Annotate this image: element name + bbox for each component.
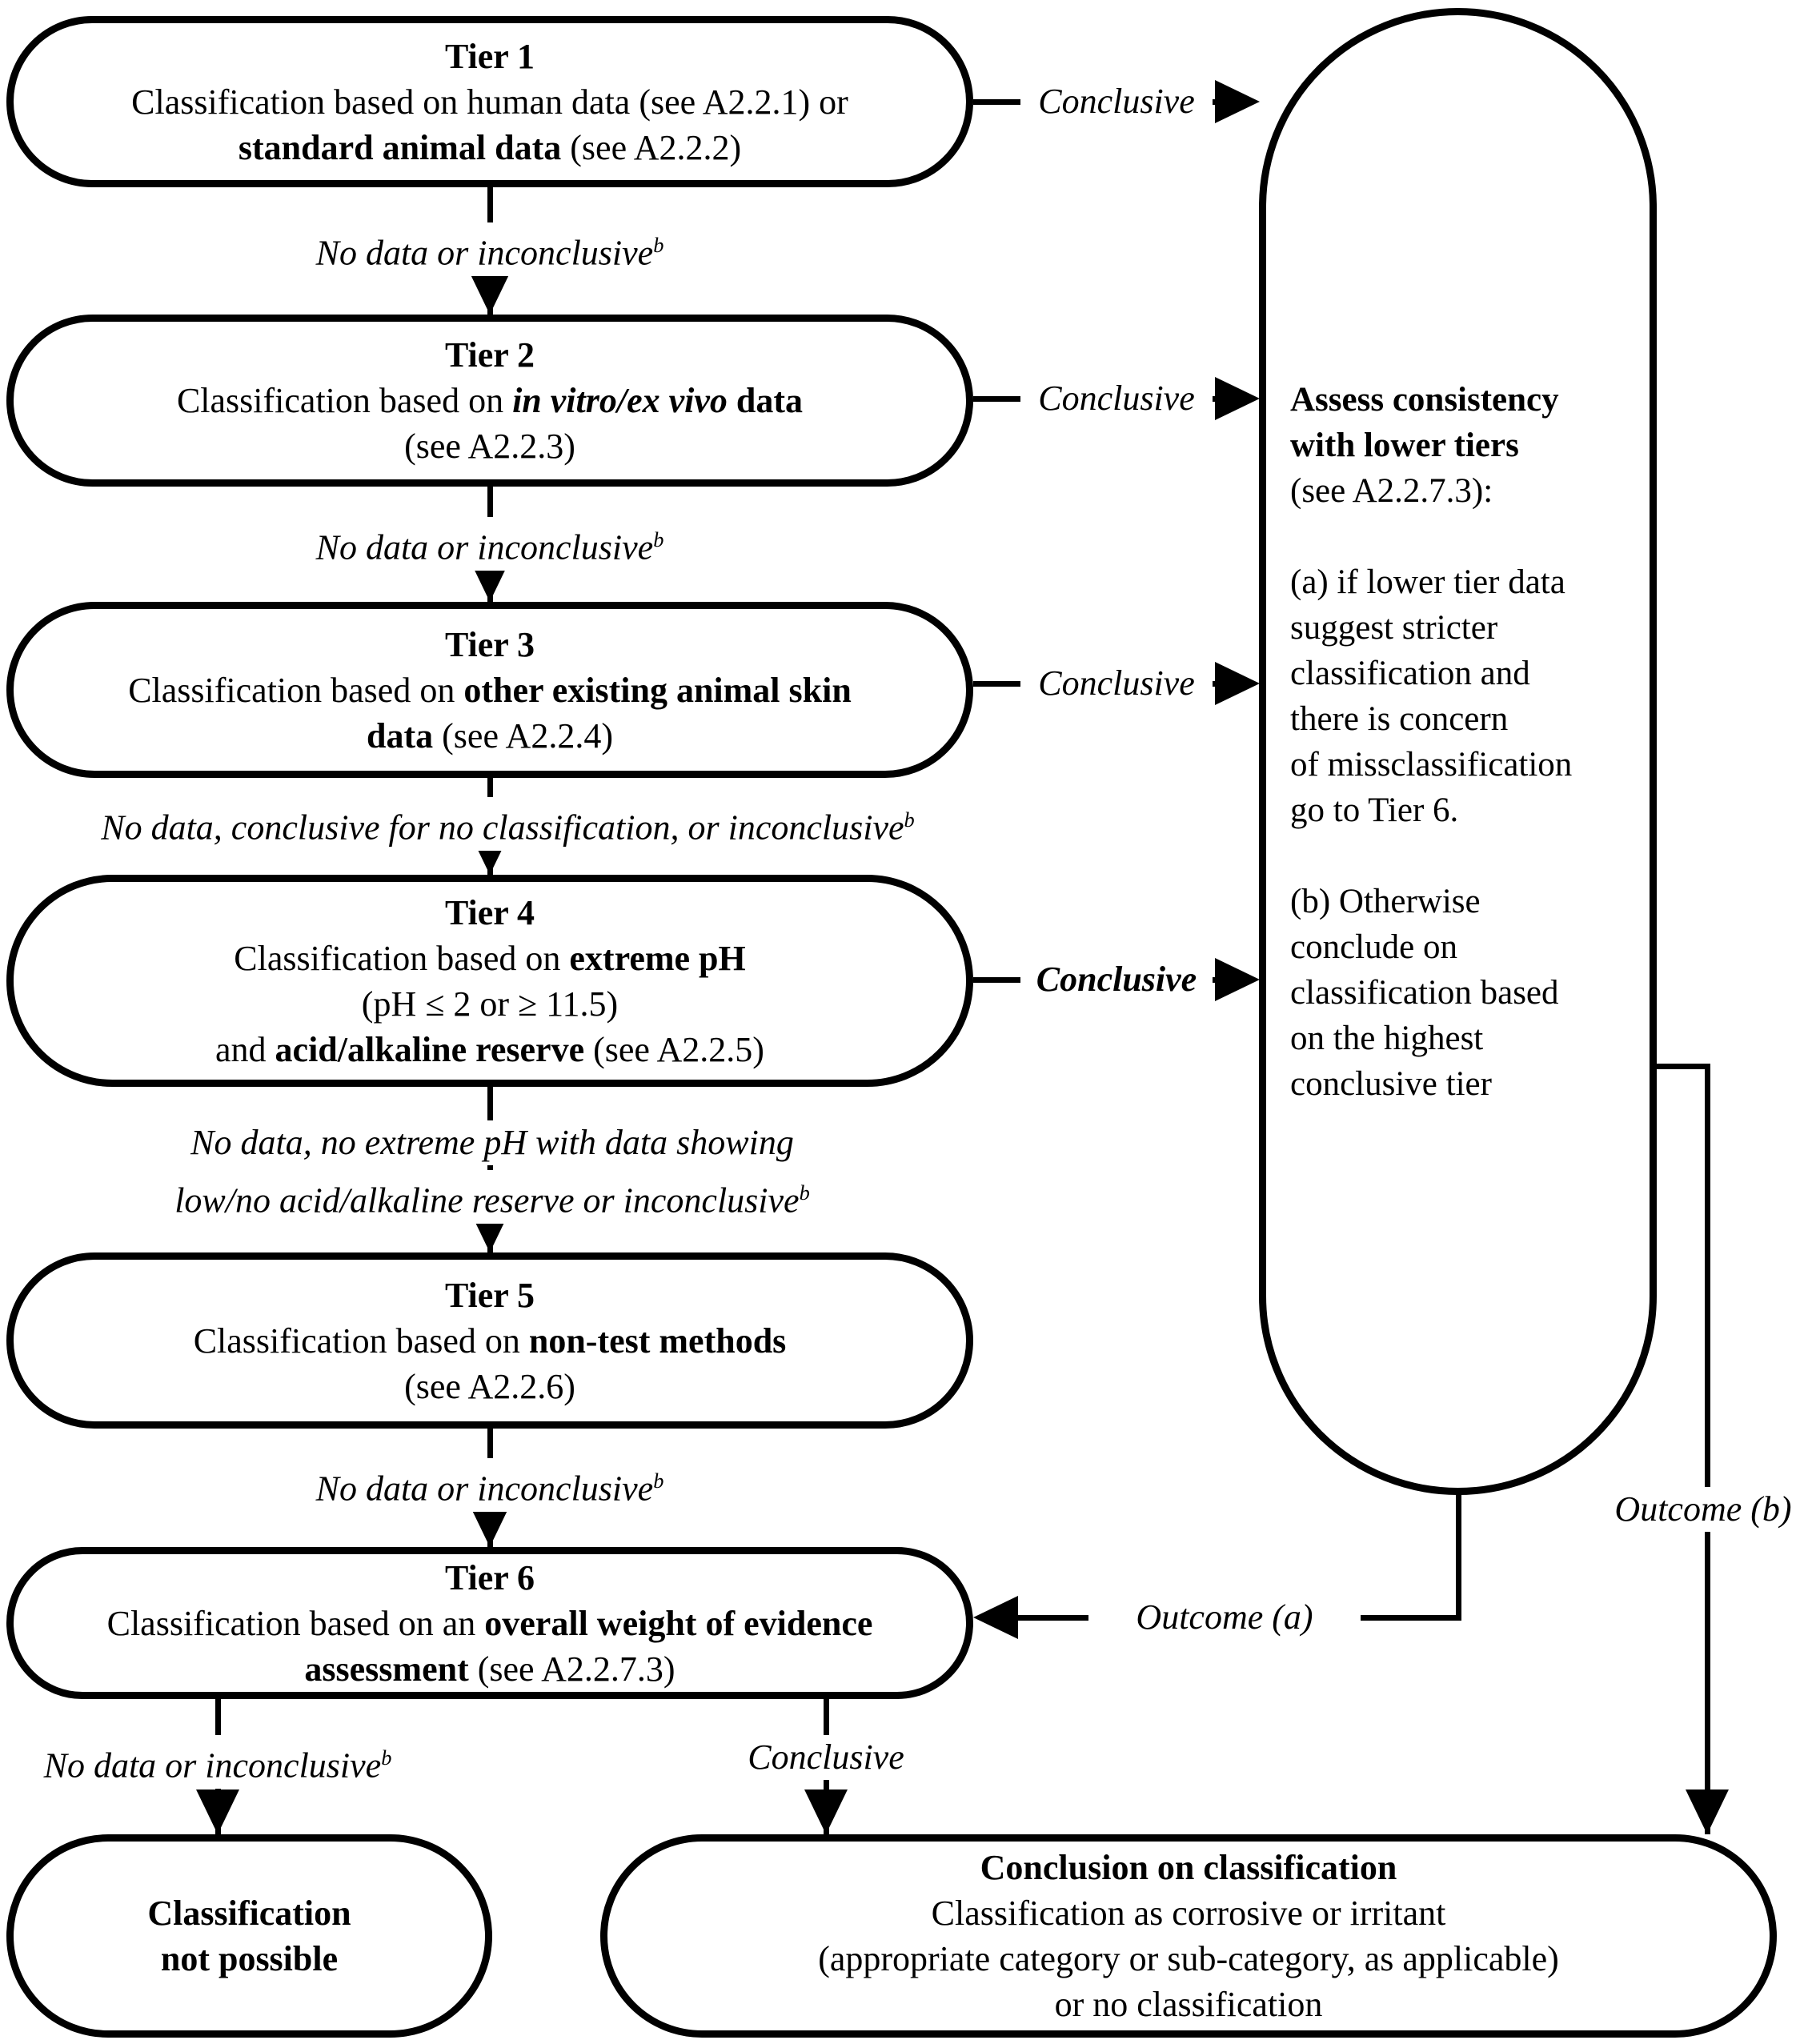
- arrowhead-tier1-into-assess: [1215, 80, 1260, 123]
- text-line: go to Tier 6.: [1290, 792, 1459, 829]
- text-line: conclusive tier: [1290, 1065, 1492, 1103]
- text-line: Conclusion on classification: [980, 1848, 1397, 1887]
- edge-label-tier3-tier4: No data, conclusive for no classificatio…: [0, 797, 1016, 851]
- text-line: [1290, 833, 1635, 879]
- connector-tier4-tier5: [487, 1087, 493, 1252]
- edge-label-tier6-conclusion: Conclusive: [722, 1735, 930, 1780]
- connector-outcome-b-vertical: [1705, 1066, 1710, 1834]
- text-line: classification and: [1290, 655, 1530, 692]
- text-line: suggest stricter: [1290, 609, 1498, 647]
- text-line: with lower tiers: [1290, 427, 1519, 464]
- arrowhead-tier3-into-assess: [1215, 662, 1260, 705]
- arrowhead-tier4-into-assess: [1215, 958, 1260, 1001]
- text-line: Classification based on other existing a…: [128, 670, 852, 710]
- tier1-box: Tier 1 Classification based on human data…: [6, 16, 973, 187]
- text-line: (see A2.2.6): [404, 1366, 575, 1406]
- text-line: (a) if lower tier data: [1290, 563, 1565, 601]
- edge-label-tier1-tier2: No data or inconclusiveb: [290, 222, 690, 276]
- text-line: Tier 1: [444, 36, 535, 76]
- text-line: Classification based on non-test methods: [193, 1321, 787, 1361]
- edge-label-conclusive-tier1: Conclusive: [1020, 79, 1213, 124]
- text-line: there is concern: [1290, 700, 1509, 738]
- text-line: standard animal data (see A2.2.2): [238, 127, 742, 167]
- text-line: Classification based on human data (see …: [131, 82, 848, 122]
- tier5-box: Tier 5 Classification based on non-test m…: [6, 1252, 973, 1429]
- text-line: [1290, 514, 1635, 559]
- text-line: or no classification: [1054, 1985, 1323, 2024]
- tier2-box: Tier 2 Classification based on in vitro/e…: [6, 315, 973, 487]
- connector-outcome-a-vertical: [1456, 1489, 1461, 1621]
- text-line: conclude on: [1290, 928, 1457, 966]
- text-line: Classification based on an overall weigh…: [106, 1603, 873, 1643]
- text-line: not possible: [160, 1939, 339, 1978]
- text-line: Assess consistency: [1290, 381, 1559, 419]
- text-line: on the highest: [1290, 1020, 1484, 1057]
- edge-label-conclusive-tier4: Conclusive: [1020, 957, 1213, 1002]
- text-line: (b) Otherwise: [1290, 883, 1481, 920]
- tier6-box: Tier 6 Classification based on an overall…: [6, 1547, 973, 1699]
- edge-label-conclusive-tier3: Conclusive: [1020, 661, 1213, 706]
- text-line: of missclassification: [1290, 746, 1573, 784]
- edge-label-outcome-a: Outcome (a): [1088, 1595, 1361, 1640]
- assess-consistency-box: Assess consistency with lower tiers (see A…: [1259, 8, 1657, 1495]
- edge-label-tier4-tier5-line2: low/no acid/alkaline reserve or inconclu…: [76, 1170, 908, 1224]
- text-line: (appropriate category or sub-category, a…: [818, 1939, 1559, 1978]
- arrowhead-tier2-into-assess: [1215, 377, 1260, 420]
- arrowhead-outcome-a-into-tier6: [973, 1596, 1018, 1639]
- arrowhead-into-conclusion-left: [804, 1790, 848, 1834]
- tier3-box: Tier 3 Classification based on other exis…: [6, 602, 973, 778]
- text-line: classification based: [1290, 974, 1559, 1012]
- edge-label-tier5-tier6: No data or inconclusiveb: [290, 1458, 690, 1512]
- text-line: Classification as corrosive or irritant: [931, 1894, 1446, 1933]
- edge-label-conclusive-tier2: Conclusive: [1020, 376, 1213, 421]
- text-line: Tier 5: [444, 1275, 535, 1315]
- text-line: and acid/alkaline reserve (see A2.2.5): [215, 1029, 764, 1069]
- text-line: assessment (see A2.2.7.3): [304, 1649, 675, 1689]
- arrowhead-into-not-possible: [196, 1790, 239, 1834]
- text-line: Tier 3: [444, 624, 535, 664]
- text-line: Tier 4: [444, 892, 535, 932]
- text-line: data (see A2.2.4): [367, 715, 613, 755]
- text-line: (see A2.2.3): [404, 427, 575, 466]
- arrowhead-into-conclusion-right: [1686, 1790, 1729, 1834]
- edge-label-tier4-tier5-line1: No data, no extreme pH with data showing: [76, 1120, 908, 1165]
- text-line: Classification based on in vitro/ex vivo…: [176, 381, 804, 420]
- text-line: Classification based on extreme pH: [234, 938, 746, 978]
- text-line: (pH ≤ 2 or ≥ 11.5): [361, 984, 619, 1024]
- text-line: (see A2.2.7.3):: [1290, 472, 1493, 510]
- arrowhead-into-tier2: [468, 270, 511, 315]
- edge-label-tier2-tier3: No data or inconclusiveb: [290, 517, 690, 571]
- classification-not-possible-box: Classification not possible: [6, 1834, 492, 2038]
- tier4-box: Tier 4 Classification based on extreme pH…: [6, 875, 973, 1087]
- text-line: Tier 6: [444, 1557, 535, 1597]
- text-line: Tier 2: [444, 335, 535, 375]
- connector-outcome-b-horizontal: [1650, 1064, 1710, 1069]
- edge-label-outcome-b: Outcome (b): [1587, 1487, 1816, 1532]
- edge-label-tier6-not-possible: No data or inconclusiveb: [18, 1735, 418, 1789]
- text-line: Classification: [147, 1894, 351, 1933]
